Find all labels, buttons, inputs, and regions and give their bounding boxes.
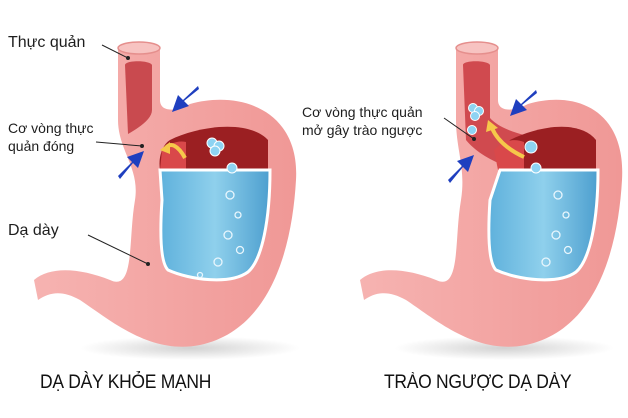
shadow bbox=[80, 336, 300, 360]
pressure-arrows bbox=[118, 86, 199, 179]
leader-lines bbox=[87, 44, 150, 266]
leader-lines bbox=[443, 117, 476, 141]
gas-bubbles bbox=[206, 137, 238, 174]
arrow-down-left-icon bbox=[510, 90, 537, 116]
reflux-stomach-panel: Cơ vòng thực quản mở gây trào ngược TRÀO… bbox=[302, 0, 628, 418]
pressure-arrows bbox=[448, 90, 537, 183]
arrow-up-right-icon bbox=[448, 155, 474, 183]
esophagus-lumen-open bbox=[463, 61, 524, 165]
arrow-down-left-icon bbox=[172, 86, 199, 112]
esophagus-opening bbox=[455, 41, 499, 55]
fluid-bubbles bbox=[196, 190, 245, 279]
label-stomach: Dạ dày bbox=[8, 222, 59, 239]
label-sphincter-open-line2: mở gây trào ngược bbox=[302, 122, 423, 138]
esophagus-lumen bbox=[125, 61, 152, 134]
label-esophagus: Thực quản bbox=[8, 34, 86, 51]
stomach-fluid bbox=[487, 168, 600, 282]
arrow-up-right-icon bbox=[118, 151, 144, 179]
esophagus-opening bbox=[117, 41, 161, 55]
label-sphincter-closed-line1: Cơ vòng thực bbox=[8, 120, 94, 136]
healthy-stomach-illustration bbox=[34, 41, 300, 360]
stomach-fluid bbox=[158, 168, 272, 282]
refluxing-bubbles bbox=[467, 103, 542, 174]
caption-healthy-stomach: DẠ DÀY KHỎE MẠNH bbox=[40, 372, 212, 393]
reflux-stomach-illustration bbox=[360, 41, 623, 360]
label-sphincter-open-line1: Cơ vòng thực quản bbox=[302, 104, 423, 120]
reflux-arrow-icon bbox=[490, 127, 525, 159]
caption-reflux: TRÀO NGƯỢC DẠ DÀY bbox=[384, 372, 572, 393]
label-sphincter-closed-line2: quản đóng bbox=[8, 138, 75, 154]
healthy-stomach-panel: Thực quản Cơ vòng thực quản đóng Dạ dày … bbox=[8, 34, 300, 393]
